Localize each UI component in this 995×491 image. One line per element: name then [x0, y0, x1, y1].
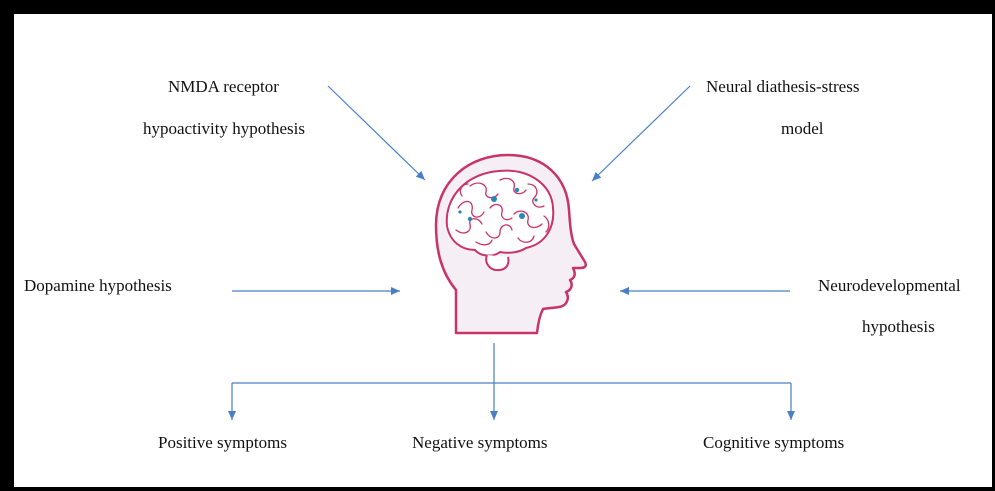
neural-diathesis-label-line1: Neural diathesis-stress	[706, 78, 859, 95]
neurodevelopmental-label-line1: Neurodevelopmental	[818, 277, 961, 294]
head-with-brain-icon	[436, 155, 586, 333]
neurodevelopmental-label-line2: hypothesis	[862, 318, 935, 335]
neural-diathesis-label-line2: model	[781, 120, 824, 137]
nmda-hypothesis-label-line2: hypoactivity hypothesis	[143, 120, 305, 137]
symptom-branch-arrows	[232, 343, 791, 420]
nmda-hypothesis-label-line1: NMDA receptor	[168, 78, 279, 95]
arrow-neural	[592, 86, 690, 181]
cognitive-symptoms-label: Cognitive symptoms	[703, 434, 844, 451]
arrow-nmda	[328, 86, 425, 180]
negative-symptoms-label: Negative symptoms	[412, 434, 548, 451]
positive-symptoms-label: Positive symptoms	[158, 434, 287, 451]
dopamine-hypothesis-label: Dopamine hypothesis	[24, 277, 172, 294]
